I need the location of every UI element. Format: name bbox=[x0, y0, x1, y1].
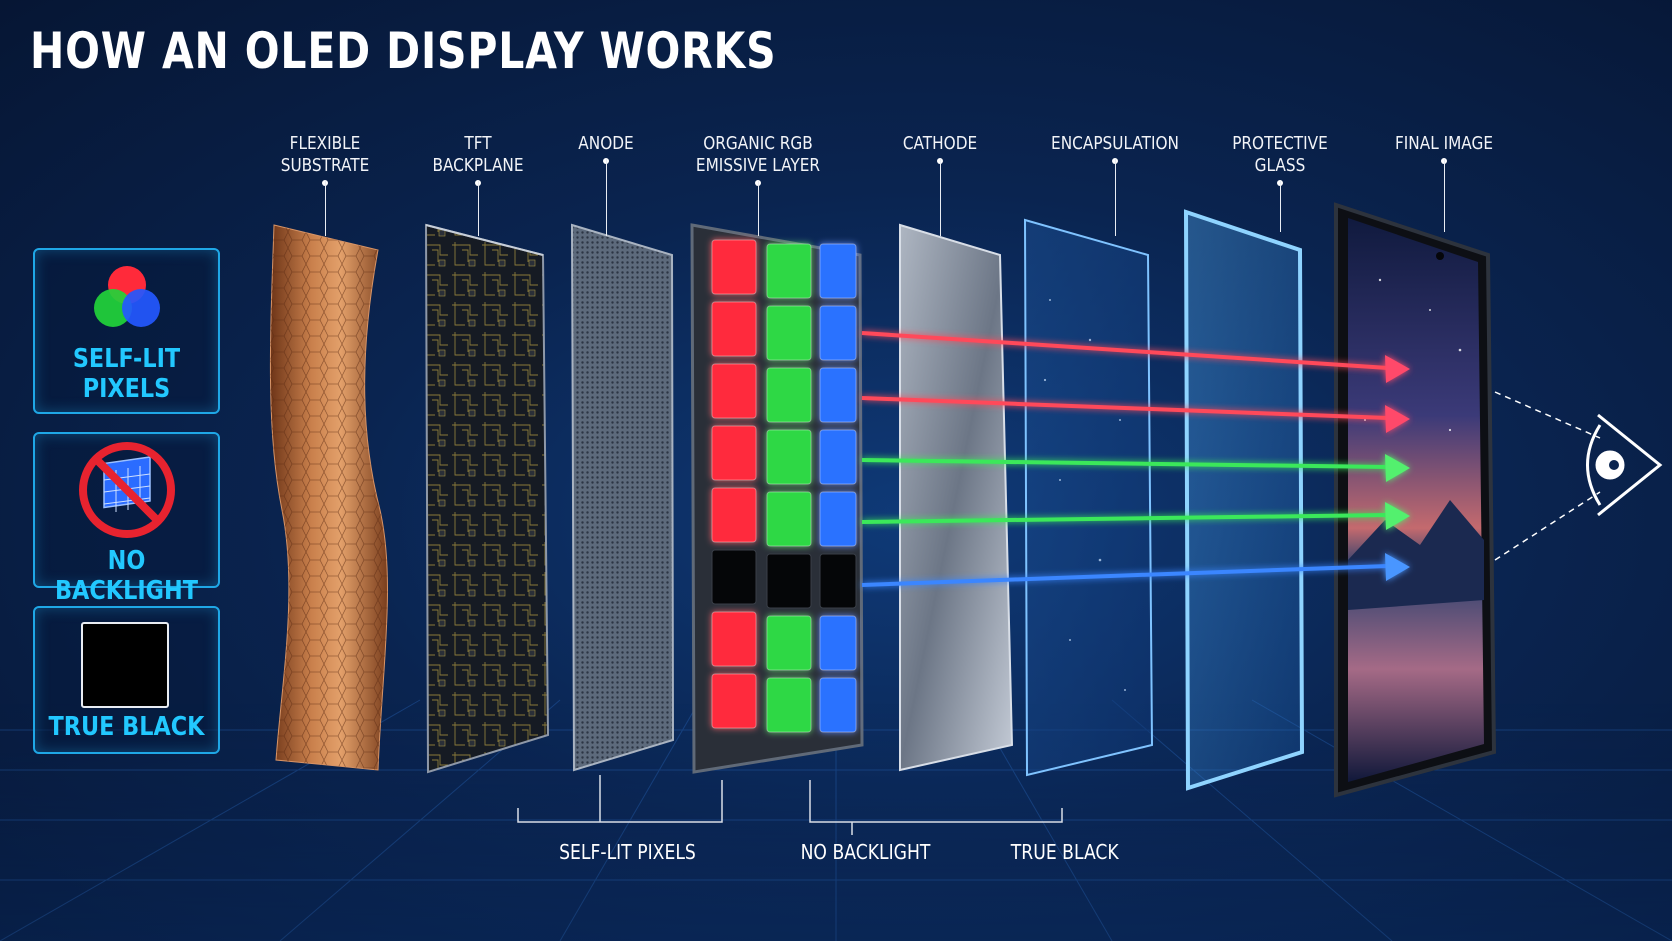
layer-label-line2: GLASS bbox=[1254, 155, 1306, 176]
layer-label-line1: TFT bbox=[464, 133, 492, 154]
subpixel-green bbox=[766, 243, 812, 299]
subpixel-blue bbox=[819, 615, 857, 671]
leader-line bbox=[325, 181, 326, 236]
rgb-circles-icon bbox=[94, 266, 160, 327]
leader-line bbox=[478, 181, 479, 236]
subpixel-red bbox=[711, 239, 757, 295]
feature-card-no-backlight: NO BACKLIGHT bbox=[33, 432, 220, 606]
beam-red-2 bbox=[861, 396, 1410, 433]
subpixel-blue bbox=[819, 677, 857, 733]
final-image-phone bbox=[1334, 202, 1497, 798]
layer-label-anode: ANODE bbox=[538, 133, 674, 155]
layer-label-line1: ENCAPSULATION bbox=[1051, 133, 1179, 154]
beam-blue bbox=[861, 553, 1410, 587]
subpixel-red bbox=[711, 425, 757, 481]
leader-line bbox=[606, 159, 607, 236]
layer-label-line2: SUBSTRATE bbox=[280, 155, 370, 176]
bottom-label-no-backlight: NO BACKLIGHT bbox=[800, 840, 931, 864]
leader-line bbox=[758, 181, 759, 236]
bottom-label-true-black: TRUE BLACK bbox=[1010, 840, 1119, 864]
feature-card-true-black: TRUE BLACK bbox=[33, 606, 220, 754]
subpixel-green bbox=[766, 429, 812, 485]
tft-backplane-layer bbox=[424, 223, 550, 774]
subpixel-blue bbox=[819, 429, 857, 485]
subpixel-off bbox=[766, 553, 812, 609]
layer-label-line2: EMISSIVE LAYER bbox=[695, 155, 821, 176]
leader-line bbox=[1115, 159, 1116, 236]
feature-card-self-lit: SELF-LIT PIXELS bbox=[33, 248, 220, 414]
subpixel-red bbox=[711, 673, 757, 729]
layer-label-line1: CATHODE bbox=[902, 133, 978, 154]
bottom-brackets bbox=[517, 775, 1063, 835]
subpixel-red bbox=[711, 487, 757, 543]
subpixel-green bbox=[766, 615, 812, 671]
feature-label: TRUE BLACK bbox=[48, 712, 205, 742]
subpixel-red bbox=[711, 363, 757, 419]
feature-label: PIXELS bbox=[82, 374, 171, 404]
black-square-icon bbox=[81, 622, 169, 708]
light-beams bbox=[861, 331, 1410, 587]
flexible-substrate-layer bbox=[269, 224, 388, 771]
beam-red-1 bbox=[861, 331, 1410, 383]
layer-label-line1: ORGANIC RGB bbox=[703, 133, 813, 154]
bottom-label-self-lit-pixels: SELF-LIT PIXELS bbox=[559, 840, 696, 864]
layer-label-line1: FINAL IMAGE bbox=[1394, 133, 1494, 154]
subpixel-blue bbox=[819, 305, 857, 361]
cathode-layer bbox=[899, 223, 1014, 772]
subpixel-blue bbox=[819, 491, 857, 547]
subpixel-green bbox=[766, 367, 812, 423]
subpixel-blue bbox=[819, 367, 857, 423]
layer-label-final-image: FINAL IMAGE bbox=[1376, 133, 1512, 155]
leader-line bbox=[1444, 159, 1445, 232]
feature-label: NO BACKLIGHT bbox=[55, 546, 198, 606]
page-title: HOW AN OLED DISPLAY WORKS bbox=[30, 22, 777, 80]
encapsulation-layer bbox=[1023, 218, 1154, 777]
viewer-eye-icon bbox=[1494, 391, 1663, 561]
layer-label-encapsulation: ENCAPSULATION bbox=[1047, 133, 1183, 155]
subpixel-green bbox=[766, 677, 812, 733]
anode-layer bbox=[570, 223, 675, 772]
protective-glass-layer bbox=[1183, 209, 1305, 791]
organic-rgb-emissive-layer bbox=[690, 223, 864, 774]
leader-line bbox=[940, 159, 941, 236]
subpixel-blue bbox=[819, 243, 857, 299]
layer-label-line1: PROTECTIVE bbox=[1232, 133, 1328, 154]
layer-label-cathode: CATHODE bbox=[872, 133, 1008, 155]
subpixel-off bbox=[711, 549, 757, 605]
feature-label: SELF-LIT bbox=[72, 344, 181, 374]
layer-label-line1: ANODE bbox=[578, 133, 634, 154]
beam-green-2 bbox=[861, 502, 1410, 530]
subpixel-green bbox=[766, 491, 812, 547]
layer-label-line1: FLEXIBLE bbox=[289, 133, 361, 154]
layer-label-line2: BACKPLANE bbox=[432, 155, 524, 176]
no-backlight-icon bbox=[79, 442, 175, 538]
subpixel-red bbox=[711, 301, 757, 357]
leader-line bbox=[1280, 181, 1281, 232]
beam-green-1 bbox=[861, 454, 1410, 482]
subpixel-off bbox=[819, 553, 857, 609]
subpixel-red bbox=[711, 611, 757, 667]
subpixel-green bbox=[766, 305, 812, 361]
